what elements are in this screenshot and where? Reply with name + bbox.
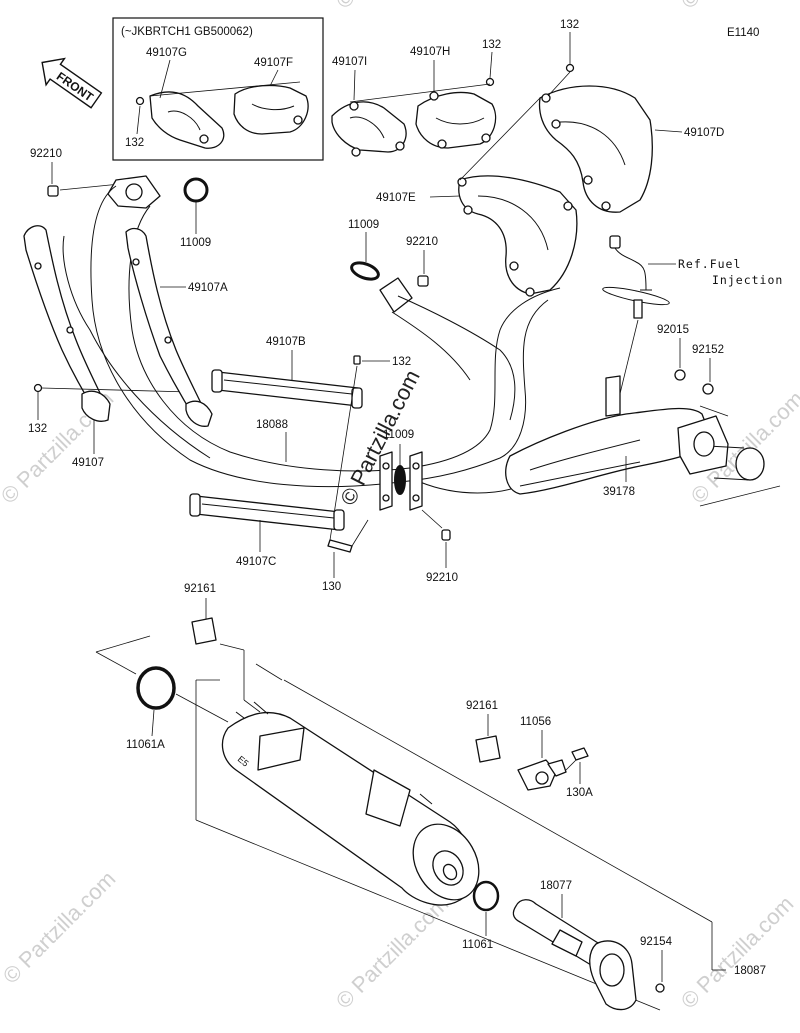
part-130A: 130A [566, 787, 593, 799]
watermark: © Partzilla.com [0, 866, 120, 989]
part-132-mid: 132 [392, 356, 411, 368]
part-49107B: 49107B [266, 336, 306, 348]
heat-guard-49107A [125, 227, 213, 427]
part-18087: 18087 [734, 965, 766, 977]
nut-92152 [702, 383, 714, 395]
part-11056: 11056 [520, 716, 551, 728]
inset-note: (~JKBRTCH1 GB500062) [121, 26, 253, 38]
part-49107F: 49107F [254, 57, 293, 69]
spark-arrester-18077 [512, 899, 665, 1011]
bolt-130 [327, 539, 353, 553]
part-39178: 39178 [603, 486, 635, 498]
washer-92015 [674, 369, 686, 381]
part-49107E: 49107E [376, 192, 416, 204]
heat-guard-49107D [538, 85, 653, 213]
gasket-11009 [183, 177, 209, 203]
part-132-top: 132 [560, 19, 579, 31]
part-49107A: 49107A [188, 282, 228, 294]
part-11009-mid: 11009 [348, 219, 379, 231]
part-92210-top: 92210 [30, 148, 62, 160]
watermark: © Partzilla.com [676, 0, 799, 14]
part-92210-low: 92210 [426, 572, 458, 584]
diagram-code: E1140 [727, 27, 759, 39]
muffler-18087: E5 [221, 701, 480, 906]
inset-box: (~JKBRTCH1 GB500062) [112, 17, 324, 161]
heat-guard-49107B [211, 369, 363, 409]
pre-muffler-39178 [505, 375, 765, 495]
part-11061A: 11061A [126, 739, 165, 751]
part-132-inset: 132 [125, 137, 144, 149]
part-49107G: 49107G [146, 47, 187, 59]
part-130: 130 [322, 581, 341, 593]
part-18088: 18088 [256, 419, 288, 431]
muffler-assembly-frame [195, 679, 726, 1011]
gasket-11061A [136, 666, 176, 710]
heat-guard-49107I [331, 101, 407, 157]
grommet-92161-mid [475, 735, 501, 763]
gasket-11061 [472, 880, 500, 912]
ref-note-line2: Injection [712, 273, 783, 287]
part-132-h: 132 [482, 39, 501, 51]
part-92161-mid: 92161 [466, 700, 498, 712]
part-18077: 18077 [540, 880, 572, 892]
heat-guard-49107C [189, 493, 345, 531]
ref-note-line1: Ref.Fuel [678, 257, 741, 271]
nut-92210-mid [417, 275, 429, 287]
part-49107H: 49107H [410, 46, 450, 58]
watermark: © Partzilla.com [331, 891, 454, 1014]
watermark: © Partzilla.com [331, 0, 454, 14]
bolt-92210 [47, 185, 59, 197]
part-92161-top: 92161 [184, 583, 216, 595]
gasket-11009-mid [350, 261, 380, 281]
front-arrow: FRONT [41, 57, 103, 109]
part-11009-left: 11009 [180, 237, 211, 249]
part-92152: 92152 [692, 344, 724, 356]
grommet-92161 [191, 617, 217, 645]
heat-guard-49107H [415, 91, 497, 149]
part-49107C: 49107C [236, 556, 276, 568]
heat-guard-49107 [23, 225, 111, 422]
bracket-11056 [517, 759, 567, 791]
o2-sensor [602, 235, 670, 319]
nut-92210 [441, 529, 451, 541]
part-11009-low: 11009 [383, 429, 414, 441]
part-92154: 92154 [640, 936, 673, 948]
center-flange [379, 451, 423, 511]
part-49107D: 49107D [684, 127, 724, 139]
watermark: © Partzilla.com [676, 891, 799, 1014]
part-92210-mid: 92210 [406, 236, 438, 248]
part-92015: 92015 [657, 324, 689, 336]
exhaust-pipe-18088 [62, 185, 561, 494]
part-49107: 49107 [72, 457, 104, 469]
part-11061: 11061 [462, 939, 493, 951]
bolt-130A [571, 747, 589, 761]
heat-guard-49107E [457, 175, 578, 297]
part-49107I: 49107I [332, 56, 367, 68]
part-132-left: 132 [28, 423, 47, 435]
